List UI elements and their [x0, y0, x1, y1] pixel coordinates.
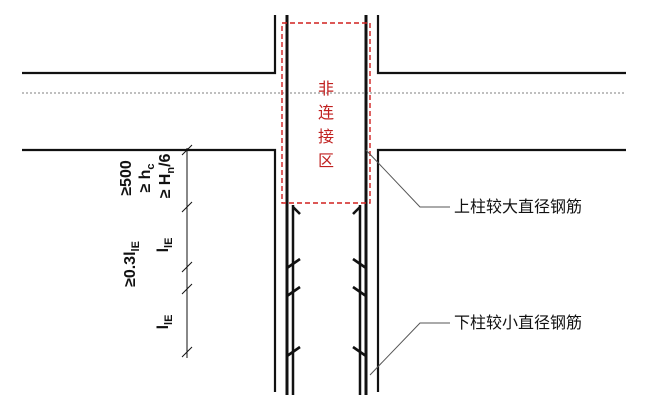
dim-min-500: ≥500	[118, 160, 135, 196]
beam-bottom-left-edge	[22, 148, 277, 392]
non-connection-zone-label: 非 连 接 区	[318, 79, 334, 170]
dimension-tick	[181, 283, 193, 295]
dim-min-03lie: ≥0.3llE	[122, 241, 142, 287]
splice-ticks	[286, 206, 367, 358]
dimension-tick	[181, 261, 193, 273]
dimension-line	[181, 144, 193, 358]
lower-bars-leader	[369, 322, 450, 376]
splice-tick	[352, 206, 361, 215]
lower-column-bars	[291, 205, 362, 395]
dim-lie-first: llE	[155, 238, 175, 253]
dim-lie-second: llE	[155, 315, 175, 330]
zone-label-char: 连	[318, 103, 334, 122]
leader-lines	[365, 149, 450, 376]
upper-bars-callout: 上柱较大直径钢筋	[454, 197, 582, 216]
non-connection-zone-box	[281, 22, 371, 204]
splice-tick	[352, 257, 367, 270]
zone-label-char: 区	[318, 151, 334, 170]
dim-min-hn: ≥ Hn/6	[157, 153, 177, 198]
zone-label-char: 接	[318, 127, 334, 146]
splice-tick	[352, 285, 367, 298]
zone-label-char: 非	[318, 79, 334, 98]
beam-bottom-right-edge	[376, 148, 626, 392]
splice-tick	[352, 345, 367, 358]
splice-tick	[292, 206, 301, 215]
beam-top-left-edge	[22, 15, 277, 75]
dimension-tick	[181, 144, 193, 156]
dimension-labels: ≥500 ≥ hc ≥ Hn/6 llE ≥0.3llE llE	[118, 153, 177, 329]
upper-column-bars	[285, 15, 368, 395]
beam-outline	[22, 15, 626, 392]
upper-bars-leader	[365, 149, 450, 208]
dimension-tick	[181, 346, 193, 358]
splice-tick	[286, 285, 301, 298]
dim-min-hc: ≥ hc	[137, 163, 157, 192]
lower-bars-callout: 下柱较小直径钢筋	[454, 313, 582, 332]
dimension-tick	[181, 201, 193, 213]
splice-tick	[286, 257, 301, 270]
splice-tick	[286, 345, 301, 358]
beam-top-right-edge	[376, 15, 626, 75]
